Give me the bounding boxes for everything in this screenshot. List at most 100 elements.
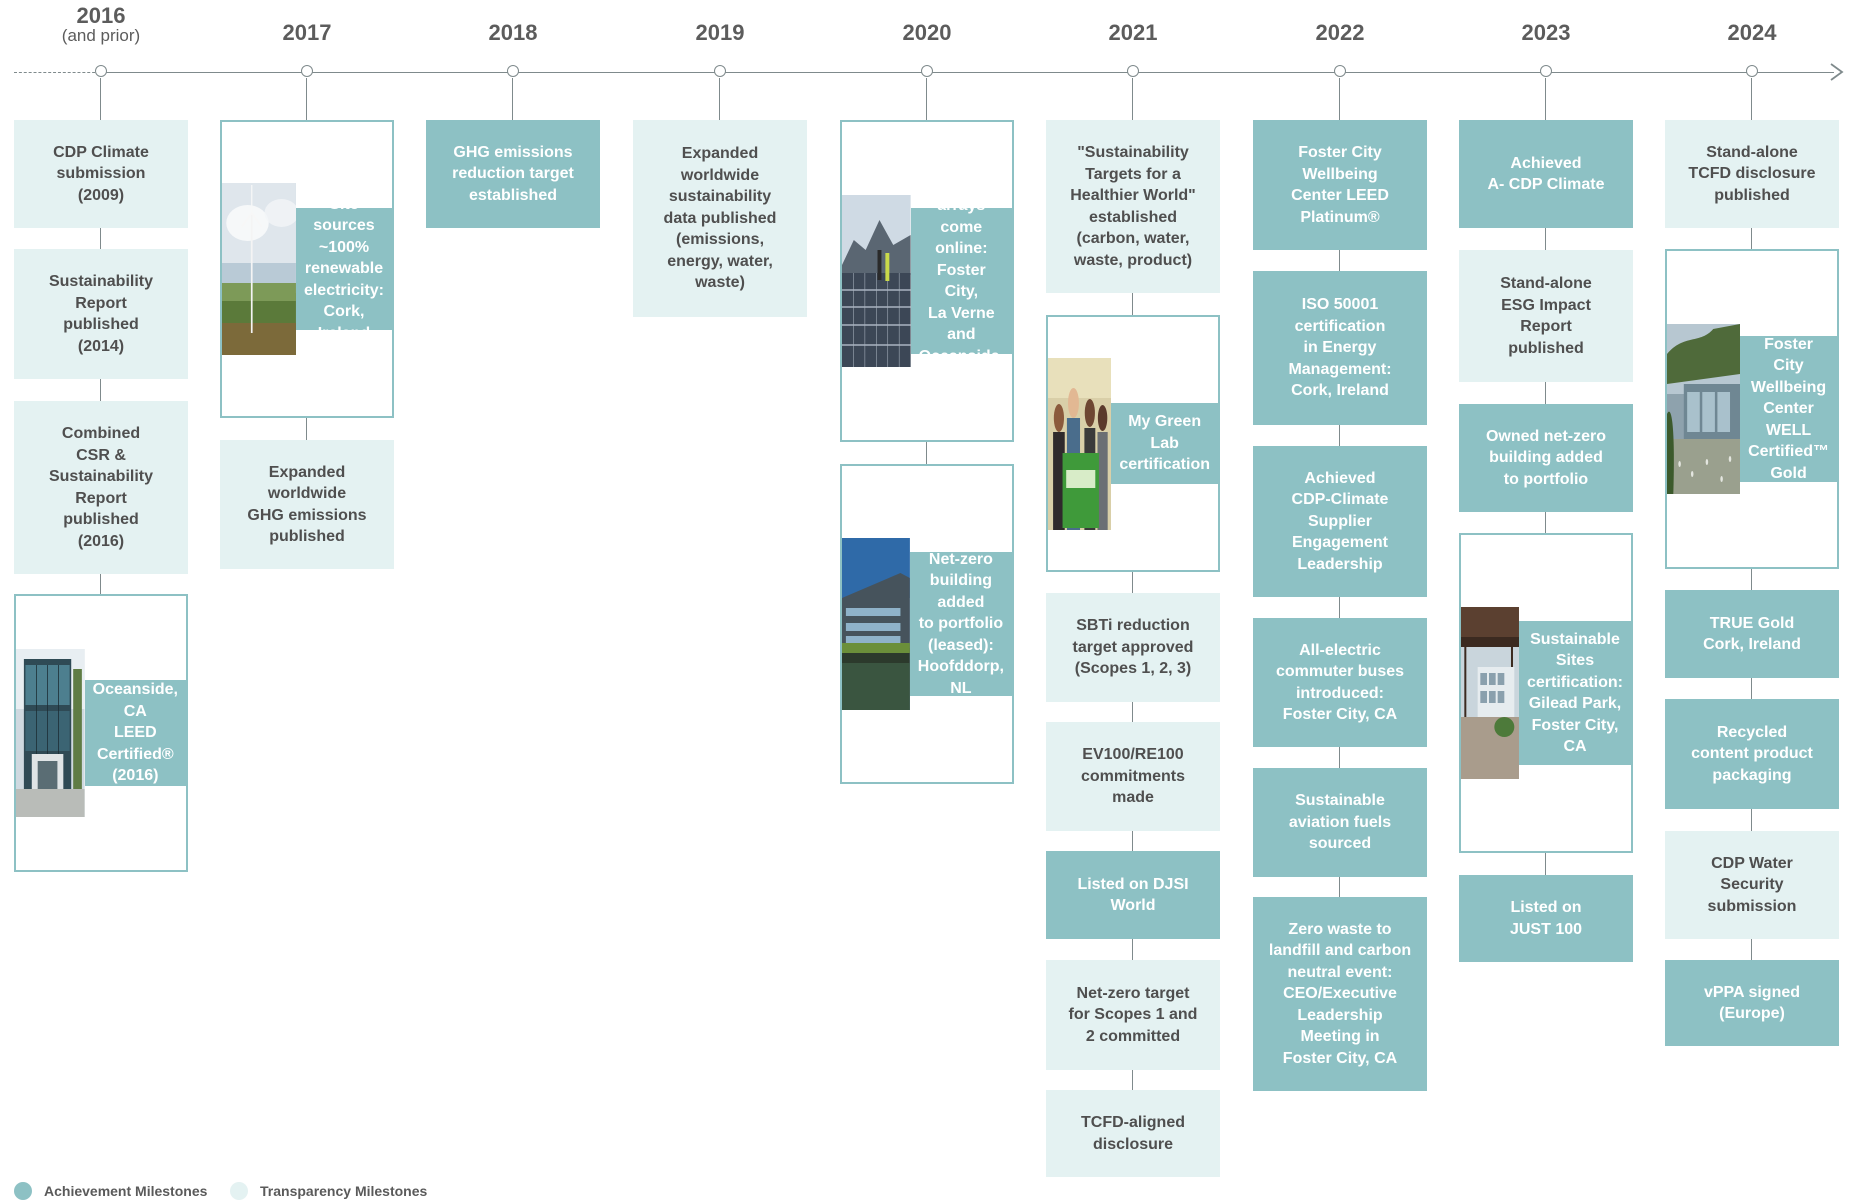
legend-achievement: Achievement Milestones: [14, 1182, 207, 1200]
connector-line: [719, 78, 721, 120]
connector-line: [1545, 512, 1547, 533]
connector-line: [1545, 853, 1547, 875]
year-label: 2022: [1240, 22, 1440, 44]
milestone-text: Sustainable Sites certification: Gilead …: [1518, 621, 1631, 765]
year-number: 2019: [695, 20, 745, 45]
connector-line: [1545, 228, 1547, 250]
connector-line: [100, 228, 102, 249]
milestone-card-achievement: My Green Lab certification: [1046, 315, 1220, 572]
connector-line: [306, 78, 308, 120]
milestone-text: Net-zero building added to portfolio (le…: [909, 551, 1012, 697]
year-number: 2021: [1108, 20, 1158, 45]
milestone-text: Foster City Wellbeing Center WELL Certif…: [1740, 336, 1837, 482]
year-label: 2019: [620, 22, 820, 44]
courtyard-photo: [1461, 607, 1519, 779]
connector-line: [1751, 809, 1753, 831]
legend-transparency-label: Transparency Milestones: [260, 1183, 428, 1199]
connector-line: [926, 78, 928, 120]
timeline-node: [301, 65, 313, 77]
timeline-axis-prior: [14, 72, 100, 73]
milestone-card-achievement: ISO 50001 certification in Energy Manage…: [1253, 271, 1427, 425]
connector-line: [1545, 382, 1547, 404]
connector-line: [100, 574, 102, 594]
milestone-card-transparency: Stand-alone ESG Impact Report published: [1459, 250, 1633, 382]
milestone-card-achievement: Zero waste to landfill and carbon neutra…: [1253, 897, 1427, 1091]
milestone-card-transparency: Stand-alone TCFD disclosure published: [1665, 120, 1839, 228]
timeline-node: [1334, 65, 1346, 77]
connector-line: [1751, 678, 1753, 699]
milestone-card-achievement: Achieved A- CDP Climate: [1459, 120, 1633, 228]
year-label: 2024: [1652, 22, 1849, 44]
year-sublabel: (and prior): [61, 26, 141, 45]
timeline-arrow-icon: [1830, 63, 1844, 81]
building-photo: [16, 649, 85, 817]
year-number: 2016: [76, 3, 126, 28]
connector-line: [1132, 831, 1134, 851]
milestone-card-achievement: Listed on DJSI World: [1046, 851, 1220, 939]
timeline-node: [1746, 65, 1758, 77]
connector-line: [306, 418, 308, 440]
milestone-card-transparency: Combined CSR & Sustainability Report pub…: [14, 401, 188, 574]
connector-line: [1132, 78, 1134, 120]
office-building-photo: [842, 538, 910, 710]
connector-line: [1545, 78, 1547, 120]
milestone-card-achievement: GHG emissions reduction target establish…: [426, 120, 600, 228]
milestone-card-achievement: Sustainable Sites certification: Gilead …: [1459, 533, 1633, 853]
milestone-card-achievement: Achieved CDP-Climate Supplier Engagement…: [1253, 446, 1427, 597]
milestone-card-achievement: Owned net-zero building added to portfol…: [1459, 404, 1633, 512]
milestone-card-achievement: Listed on JUST 100: [1459, 875, 1633, 962]
legend-achievement-swatch: [14, 1182, 32, 1200]
timeline-node: [714, 65, 726, 77]
timeline-axis: [100, 72, 1834, 73]
connector-line: [100, 379, 102, 401]
milestone-card-transparency: Net-zero target for Scopes 1 and 2 commi…: [1046, 960, 1220, 1070]
connector-line: [1132, 1070, 1134, 1090]
wind-turbine-photo: [222, 183, 296, 355]
milestone-card-achievement: Recycled content product packaging: [1665, 699, 1839, 809]
connector-line: [1339, 425, 1341, 446]
timeline-node: [1127, 65, 1139, 77]
legend-achievement-label: Achievement Milestones: [44, 1183, 208, 1199]
connector-line: [1339, 250, 1341, 271]
milestone-card-transparency: SBTi reduction target approved (Scopes 1…: [1046, 593, 1220, 702]
milestone-text: Oceanside, CA LEED Certified® (2016): [84, 680, 186, 786]
connector-line: [1132, 939, 1134, 960]
milestone-card-achievement: Foster City Wellbeing Center WELL Certif…: [1665, 249, 1839, 569]
connector-line: [1751, 939, 1753, 960]
legend-transparency-swatch: [230, 1182, 248, 1200]
legend-transparency: Transparency Milestones: [230, 1182, 427, 1200]
garden-building-photo: [1667, 324, 1741, 494]
connector-line: [1132, 702, 1134, 722]
year-label: 2017: [207, 22, 407, 44]
year-number: 2020: [902, 20, 952, 45]
milestone-card-transparency: Expanded worldwide GHG emissions publish…: [220, 440, 394, 569]
milestone-card-transparency: TCFD-aligned disclosure: [1046, 1090, 1220, 1177]
milestone-card-transparency: "Sustainability Targets for a Healthier …: [1046, 120, 1220, 293]
timeline-node: [921, 65, 933, 77]
connector-line: [1132, 293, 1134, 315]
team-certificate-photo: [1048, 357, 1112, 530]
timeline-node: [1540, 65, 1552, 77]
milestone-card-achievement: Solar arrays come online: Foster City, L…: [840, 120, 1014, 442]
year-label: 2021: [1033, 22, 1233, 44]
connector-line: [1339, 597, 1341, 618]
connector-line: [1339, 78, 1341, 120]
connector-line: [100, 78, 102, 120]
milestone-text: My Green Lab certification: [1111, 403, 1218, 484]
connector-line: [1751, 569, 1753, 590]
milestone-card-transparency: EV100/RE100 commitments made: [1046, 722, 1220, 831]
year-label: 2018: [413, 22, 613, 44]
year-number: 2017: [282, 20, 332, 45]
milestone-text: Solar arrays come online: Foster City, L…: [910, 176, 1012, 386]
milestone-card-achievement: Net-zero building added to portfolio (le…: [840, 464, 1014, 784]
connector-line: [926, 442, 928, 464]
milestone-card-achievement: Foster City Wellbeing Center LEED Platin…: [1253, 120, 1427, 250]
year-number: 2018: [488, 20, 538, 45]
milestone-card-transparency: Sustainability Report published (2014): [14, 249, 188, 379]
timeline-node: [95, 65, 107, 77]
timeline-node: [507, 65, 519, 77]
connector-line: [1132, 572, 1134, 593]
connector-line: [1339, 877, 1341, 897]
milestone-card-achievement: vPPA signed (Europe): [1665, 960, 1839, 1046]
milestone-card-achievement: All-electric commuter buses introduced: …: [1253, 618, 1427, 747]
